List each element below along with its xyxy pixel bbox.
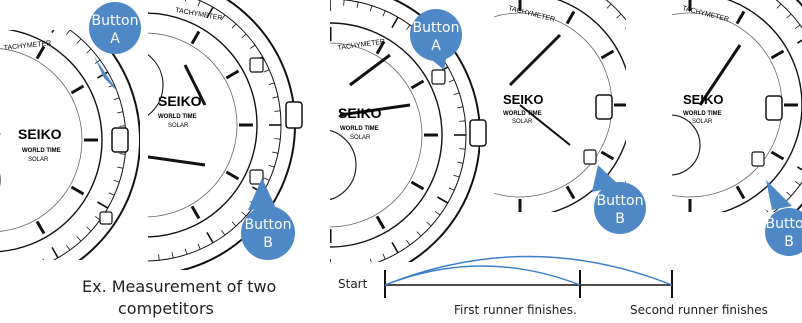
svg-text:B: B [263, 235, 273, 251]
svg-text:B: B [784, 234, 794, 250]
watch-panel-4: SEIKO WORLD TIME SOLAR TACHYMETER Button… [494, 0, 646, 234]
seiko-logo-2: SEIKO [158, 93, 202, 109]
tachymeter-text-1: TACHYMETER [3, 40, 51, 52]
world-time-text-4: WORLD TIME [503, 111, 542, 117]
crown-4 [595, 94, 613, 120]
svg-text:Button: Button [766, 216, 802, 232]
button-a-pusher-2 [249, 57, 264, 73]
seiko-logo-1: SEIKO [18, 126, 62, 142]
seiko-logo-3: SEIKO [338, 105, 382, 121]
timeline [384, 255, 673, 298]
timeline-second-label: Second runner finishes [630, 303, 768, 317]
world-time-text-1: WORLD TIME [22, 148, 61, 154]
svg-text:Button: Button [413, 20, 460, 36]
watch-panel-1: SEIKO WORLD TIME SOLAR TACHYMETER Button… [0, 2, 141, 260]
svg-text:A: A [110, 31, 120, 47]
svg-text:B: B [615, 211, 625, 227]
crown-5 [765, 95, 783, 121]
button-a-callout-1: Button A [89, 2, 141, 92]
timeline-first-label: First runner finishes. [454, 303, 577, 317]
example-caption-line1: Ex. Measurement of two [82, 277, 277, 296]
button-b-pusher-5 [751, 151, 765, 167]
crown-3 [469, 119, 487, 147]
watch-panel-2: SEIKO WORLD TIME SOLAR TACHYMETER Button… [148, 0, 303, 270]
button-b-pusher-4 [583, 149, 597, 165]
svg-text:Button: Button [597, 193, 644, 209]
first-runner-arc [384, 265, 581, 286]
solar-text-4: SOLAR [512, 119, 533, 125]
solar-text-5: SOLAR [692, 119, 713, 125]
seiko-logo-4: SEIKO [503, 92, 543, 107]
watch-panel-5: SEIKO WORLD TIME SOLAR TACHYMETER Button… [672, 0, 802, 256]
world-time-text-5: WORLD TIME [683, 111, 722, 117]
solar-text-2: SOLAR [168, 123, 189, 129]
solar-text-3: SOLAR [350, 135, 371, 141]
crown-2 [285, 101, 303, 129]
button-b-callout-5: Button B [765, 180, 802, 256]
crown-1 [111, 127, 129, 153]
svg-text:Button: Button [92, 13, 139, 29]
button-b-callout-2: Button B [241, 178, 295, 260]
svg-text:Button: Button [245, 217, 292, 233]
button-a-callout-3: Button A [410, 9, 462, 70]
second-runner-arc [384, 255, 673, 286]
seiko-logo-5: SEIKO [683, 92, 723, 107]
example-caption-line2: competitors [118, 299, 214, 318]
button-b-callout-4: Button B [592, 165, 646, 234]
world-time-text-3: WORLD TIME [340, 126, 379, 132]
button-b-pusher-2 [249, 169, 264, 185]
watch-panel-3: SEIKO WORLD TIME SOLAR TACHYMETER Button… [330, 0, 487, 262]
world-time-text-2: WORLD TIME [158, 114, 197, 120]
timeline-start-label: Start [338, 277, 368, 291]
button-a-pusher-3 [431, 69, 446, 85]
svg-text:A: A [431, 38, 441, 54]
solar-text-1: SOLAR [28, 157, 49, 163]
button-b-pusher-1 [99, 211, 113, 225]
